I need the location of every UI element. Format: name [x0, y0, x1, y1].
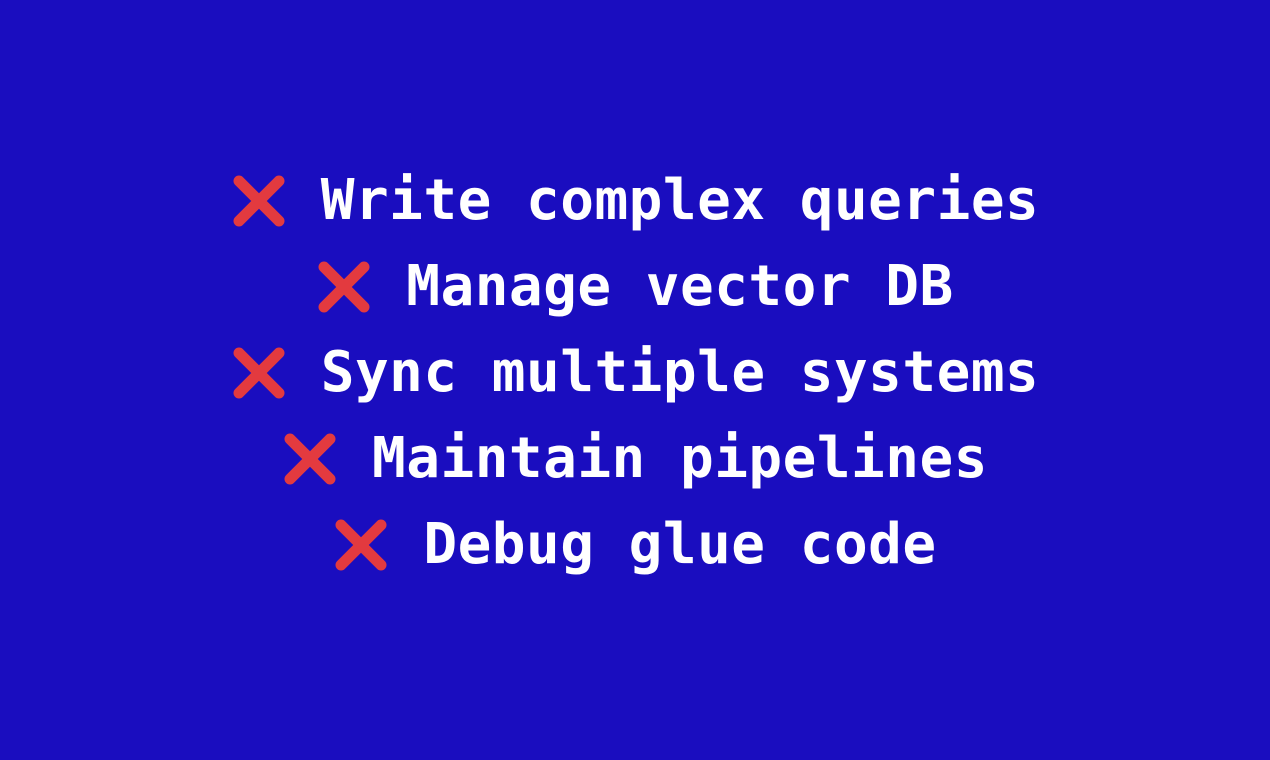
- pain-point-label: Sync multiple systems: [320, 340, 1040, 405]
- list-item: Sync multiple systems: [231, 330, 1040, 416]
- cross-mark-icon: [231, 170, 287, 232]
- pain-point-label: Debug glue code: [423, 512, 937, 577]
- list-item: Debug glue code: [333, 502, 936, 588]
- pain-points-list: Write complex queries Manage vector DB S…: [231, 158, 1040, 588]
- pain-point-label: Manage vector DB: [406, 254, 954, 319]
- pain-point-label: Write complex queries: [320, 168, 1040, 233]
- list-item: Write complex queries: [231, 158, 1040, 244]
- pain-point-label: Maintain pipelines: [372, 426, 988, 491]
- cross-mark-icon: [333, 514, 389, 576]
- cross-mark-icon: [231, 342, 287, 404]
- list-item: Maintain pipelines: [282, 416, 988, 502]
- list-item: Manage vector DB: [316, 244, 953, 330]
- cross-mark-icon: [316, 256, 372, 318]
- cross-mark-icon: [282, 428, 338, 490]
